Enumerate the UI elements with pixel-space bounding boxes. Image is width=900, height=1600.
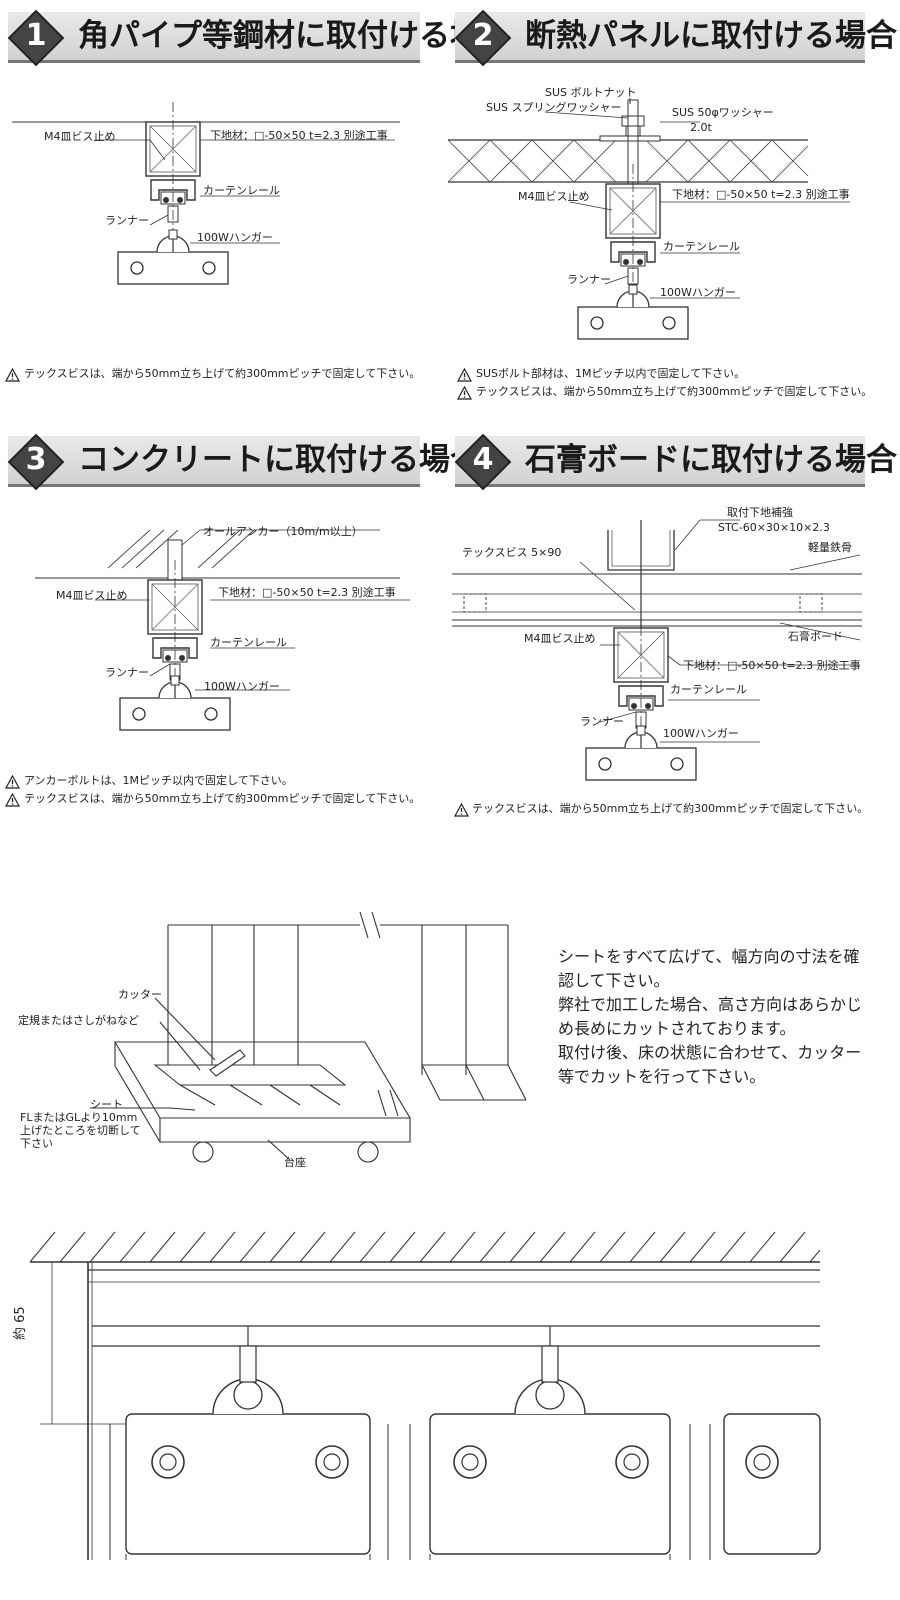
section-number: 2 (472, 18, 494, 53)
label-base-material: 下地材：□-50×50 t=2.3 別途工事 (218, 586, 396, 599)
label-base-material: 下地材：□-50×50 t=2.3 別途工事 (683, 659, 861, 672)
label-washer-thickness: 2.0t (690, 121, 712, 134)
label-anchor: オールアンカー（10m/m以上） (203, 525, 363, 538)
label-screw: M4皿ビス止め (44, 130, 116, 143)
section-header-1: 1 角パイプ等鋼材に取付ける場合 (7, 9, 512, 67)
label-screw: M4皿ビス止め (524, 632, 596, 645)
section-1-drawing (12, 101, 400, 285)
section-title: 石膏ボードに取付ける場合 (525, 442, 897, 478)
note: アンカーボルトは、1Mピッチ以内で固定して下さい。 (24, 774, 293, 787)
label-cutter: カッター (118, 988, 162, 1001)
label-hanger: 100Wハンガー (663, 727, 739, 740)
section-header-2: 2 断熱パネルに取付ける場合 (454, 9, 897, 67)
label-runner: ランナー (105, 214, 149, 227)
label-hanger: 100Wハンガー (660, 286, 736, 299)
paragraph-line: 等でカットを行って下さい。 (558, 1067, 766, 1086)
note: SUSボルト部材は、1Mピッチ以内で固定して下さい。 (476, 367, 746, 380)
paragraph-line: シートをすべて広げて、幅方向の寸法を確 (558, 947, 860, 966)
label-screw: M4皿ビス止め (56, 589, 128, 602)
section-header-3: 3 コンクリートに取付ける場合 (7, 433, 481, 491)
label-gypsum-board: 石膏ボード (788, 630, 843, 643)
dimension-label: 約 65 (13, 1306, 28, 1340)
paragraph-line: め長めにカットされております。 (558, 1019, 796, 1038)
cutting-illustration (90, 911, 527, 1163)
section-4-drawing (452, 519, 862, 781)
label-runner: ランナー (580, 715, 624, 728)
paragraph-line: 認して下さい。 (558, 971, 670, 990)
section-title: 断熱パネルに取付ける場合 (525, 18, 897, 54)
section-title: コンクリートに取付ける場合 (78, 442, 481, 478)
label-tex-screw: テックスビス 5×90 (462, 546, 562, 559)
label-sheet: シート (90, 1098, 123, 1111)
label-ruler: 定規またはさしがねなど (18, 1014, 139, 1027)
label-washer: SUS 50φワッシャー (672, 106, 774, 119)
note: テックスビスは、端から50mm立ち上げて約300mmピッチで固定して下さい。 (472, 802, 869, 815)
label-runner: ランナー (105, 666, 149, 679)
label-curtain-rail: カーテンレール (203, 184, 280, 197)
section-header-4: 4 石膏ボードに取付ける場合 (454, 433, 897, 491)
section-number: 3 (25, 442, 47, 477)
label-cut-line-3: 下さい (20, 1137, 53, 1150)
label-hanger: 100Wハンガー (197, 231, 273, 244)
section-number: 1 (25, 18, 47, 53)
label-curtain-rail: カーテンレール (670, 683, 747, 696)
label-bolt-nut: SUS ボルトナット (545, 86, 637, 99)
rail-detail (29, 1231, 821, 1560)
section-3-drawing (35, 529, 410, 731)
label-curtain-rail: カーテンレール (663, 240, 740, 253)
label-cut-line-1: FLまたはGLより10mm (20, 1111, 138, 1124)
section-number: 4 (472, 442, 494, 477)
label-reinforcement: 取付下地補強 (727, 506, 793, 519)
paragraph-line: 取付け後、床の状態に合わせて、カッター (558, 1043, 862, 1062)
label-runner: ランナー (567, 273, 611, 286)
label-curtain-rail: カーテンレール (210, 636, 287, 649)
section-title: 角パイプ等鋼材に取付ける場合 (78, 18, 512, 54)
label-hanger: 100Wハンガー (204, 680, 280, 693)
label-light-steel: 軽量鉄骨 (808, 541, 852, 554)
section-2-drawing (447, 98, 850, 340)
label-screw: M4皿ビス止め (518, 190, 590, 203)
note: テックスビスは、端から50mm立ち上げて約300mmピッチで固定して下さい。 (24, 367, 421, 380)
label-base-material: 下地材：□-50×50 t=2.3 別途工事 (672, 188, 850, 201)
label-cut-line-2: 上げたところを切断して (20, 1124, 141, 1137)
label-base-material: 下地材：□-50×50 t=2.3 別途工事 (210, 129, 388, 142)
label-base-stand: 台座 (284, 1156, 306, 1169)
instruction-paragraph: シートをすべて広げて、幅方向の寸法を確 認して下さい。 弊社で加工した場合、高さ… (558, 945, 878, 1089)
note: テックスビスは、端から50mm立ち上げて約300mmピッチで固定して下さい。 (24, 792, 421, 805)
label-reinforcement-spec: STC-60×30×10×2.3 (718, 521, 830, 534)
paragraph-line: 弊社で加工した場合、高さ方向はあらかじ (558, 995, 863, 1014)
note: テックスビスは、端から50mm立ち上げて約300mmピッチで固定して下さい。 (476, 385, 873, 398)
label-spring-washer: SUS スプリングワッシャー (486, 101, 622, 114)
